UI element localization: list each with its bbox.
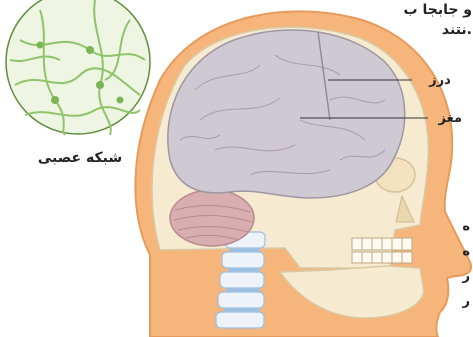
neural-network-label: شبکه عصبی [38,150,122,166]
brain-label: مغز [438,111,462,126]
side-text-3: ر [462,269,470,284]
header-text-line2: نتند. [442,22,472,38]
side-text-2: ه [462,244,470,259]
side-text-1: ه [462,219,470,234]
upper-teeth [352,238,412,250]
suture-label: درز [428,73,451,88]
lower-teeth [352,252,412,263]
header-text-line1: و جابجا ب [404,2,472,18]
side-text-4: ر [462,294,470,309]
